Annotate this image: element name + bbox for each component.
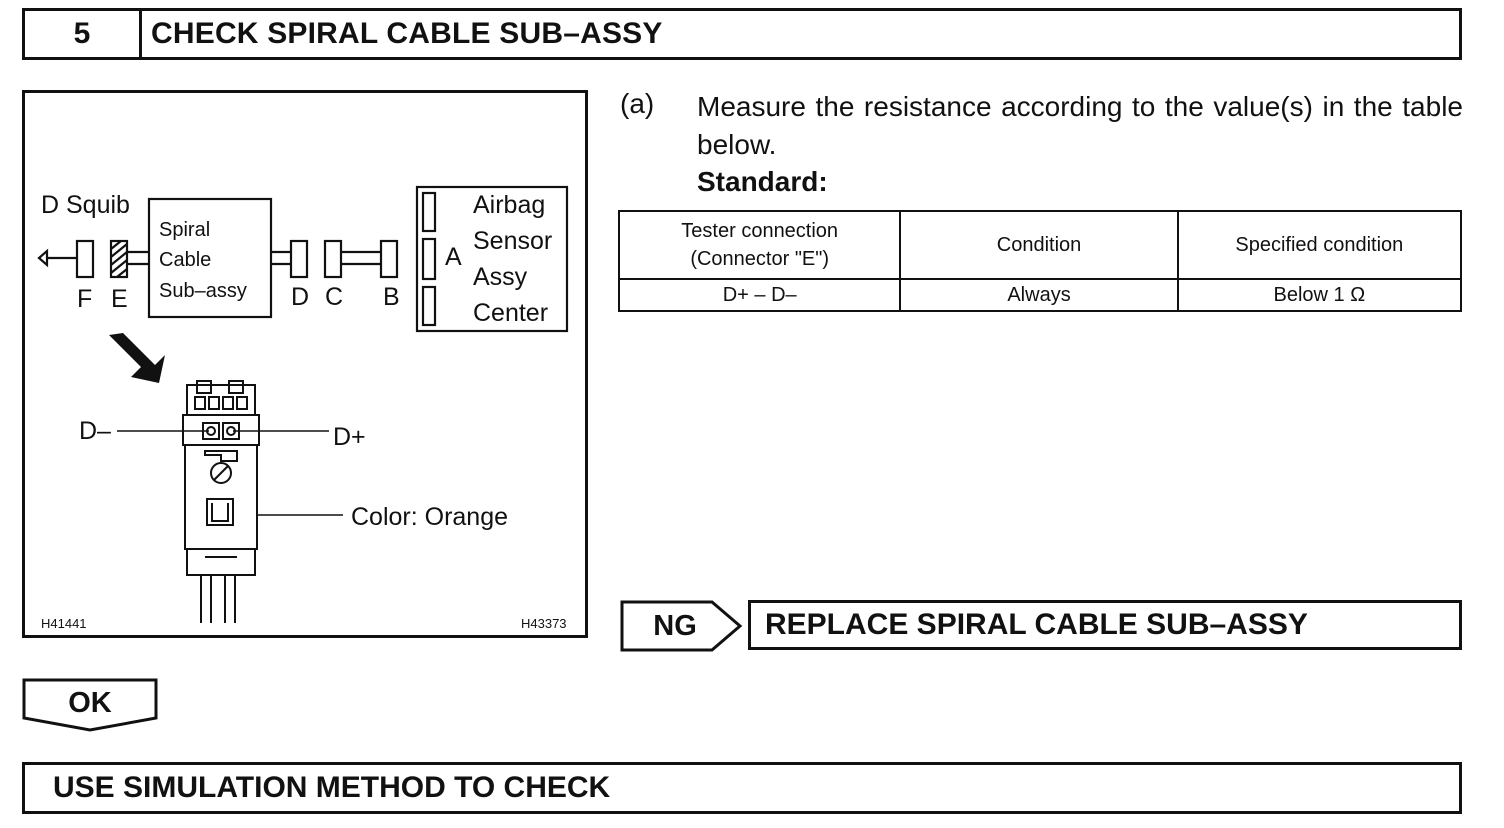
cell-condition: Always — [899, 278, 1179, 312]
label-connector-a: A — [445, 243, 462, 271]
label-d-squib: D Squib — [41, 191, 130, 219]
sensor-slot-middle — [421, 237, 437, 281]
label-spiral-3: Sub–assy — [159, 280, 247, 302]
header-tester-connection: Tester connection (Connector "E") — [617, 210, 902, 280]
arrow-icon — [109, 333, 165, 383]
table-row: D+ – D– Always Below 1 Ω — [617, 278, 1463, 312]
plug-tip-shape — [37, 248, 49, 268]
cell-connection: D+ – D– — [617, 278, 902, 312]
ok-tag-shape — [22, 678, 158, 732]
label-color-note: Color: Orange — [351, 503, 508, 531]
label-connector-c: C — [325, 283, 343, 311]
cell-specified: Below 1 Ω — [1176, 278, 1463, 312]
spec-table: Tester connection (Connector "E") Condit… — [617, 210, 1463, 312]
standard-label: Standard: — [697, 166, 828, 197]
connector-d-shape — [289, 239, 309, 279]
figure-code-left: H41441 — [41, 616, 87, 631]
label-airbag-3: Assy — [473, 263, 528, 291]
header-tester-line2: (Connector "E") — [690, 248, 830, 270]
header-tester-line1: Tester connection — [681, 220, 839, 242]
airbag-sensor-box — [415, 185, 569, 333]
spiral-cable-box — [147, 197, 273, 319]
connector-f-shape — [75, 239, 95, 279]
label-airbag-2: Sensor — [473, 227, 552, 255]
instruction-label: (a) — [620, 88, 655, 119]
label-connector-b: B — [383, 283, 400, 311]
instruction-text: Measure the resistance according to the … — [697, 91, 1463, 160]
header-condition: Condition — [899, 210, 1179, 280]
connector-e-shape — [109, 239, 129, 279]
ok-label: OK — [68, 686, 112, 719]
label-spiral-2: Cable — [159, 249, 211, 271]
step-title: CHECK SPIRAL CABLE SUB–ASSY — [151, 17, 663, 50]
step-header: 5 CHECK SPIRAL CABLE SUB–ASSY — [22, 8, 1462, 60]
connector-diagram-svg: D Squib Spiral Cable Sub–assy Airbag Sen… — [37, 185, 569, 631]
table-header-row: Tester connection (Connector "E") Condit… — [617, 210, 1463, 280]
ng-tag-shape — [620, 600, 743, 652]
label-airbag-1: Airbag — [473, 191, 545, 219]
label-connector-e: E — [111, 285, 128, 313]
connector-detail — [182, 380, 260, 623]
sensor-slot-top — [421, 191, 437, 233]
header-specified-condition: Specified condition — [1176, 210, 1463, 280]
sensor-slot-bottom — [421, 285, 437, 327]
connector-diagram: D Squib Spiral Cable Sub–assy Airbag Sen… — [22, 90, 588, 638]
ng-action-box: REPLACE SPIRAL CABLE SUB–ASSY — [748, 600, 1462, 650]
connector-b-shape — [379, 239, 399, 279]
ok-action-box: USE SIMULATION METHOD TO CHECK — [22, 762, 1462, 814]
label-terminal-d-minus: D– — [79, 417, 111, 445]
ng-label: NG — [653, 609, 697, 642]
figure-code-right: H43373 — [521, 616, 567, 631]
label-terminal-d-plus: D+ — [333, 423, 366, 451]
connector-c-shape — [323, 239, 343, 279]
label-airbag-4: Center — [473, 299, 548, 327]
step-number: 5 — [25, 11, 142, 57]
label-connector-d: D — [291, 283, 309, 311]
label-connector-f: F — [77, 285, 92, 313]
label-spiral-1: Spiral — [159, 219, 210, 241]
